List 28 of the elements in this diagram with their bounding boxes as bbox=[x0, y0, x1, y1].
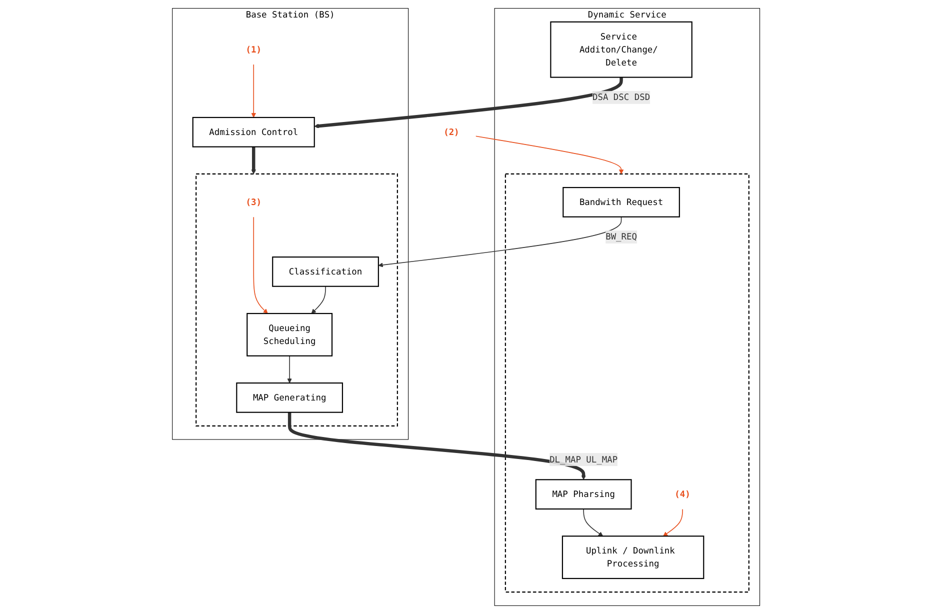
node-text: (1) bbox=[246, 44, 262, 54]
arrow bbox=[288, 355, 292, 384]
node-box: Classification bbox=[272, 256, 380, 287]
arrow bbox=[476, 136, 624, 174]
node-text: (2) bbox=[444, 126, 460, 138]
arrow bbox=[378, 216, 622, 268]
node-box: MAP Pharsing bbox=[536, 479, 632, 510]
arrow bbox=[254, 216, 268, 314]
cluster bbox=[196, 173, 398, 426]
arrow bbox=[314, 77, 624, 128]
arrow bbox=[312, 286, 326, 314]
node-text: (3) bbox=[246, 196, 262, 208]
node-box: Queueing Scheduling bbox=[247, 312, 333, 356]
node-box: Uplink / Downlink Processing bbox=[562, 536, 705, 580]
arrow bbox=[288, 412, 586, 480]
edge-label: BW_REQ bbox=[606, 232, 638, 242]
node-box: MAP Generating bbox=[236, 382, 344, 413]
node-text: (4) bbox=[675, 488, 691, 500]
node-box: Service Additon/Change/ Delete bbox=[550, 21, 693, 78]
node-box: Admission Control bbox=[192, 116, 316, 148]
cluster bbox=[505, 173, 750, 593]
edge-label: DSA DSC DSD bbox=[592, 92, 650, 102]
arrow bbox=[584, 508, 604, 536]
arrow bbox=[252, 64, 256, 118]
arrow bbox=[663, 508, 684, 536]
arrow bbox=[252, 146, 256, 174]
node-box: Bandwith Request bbox=[563, 187, 680, 218]
edge-label: DL_MAP UL_MAP bbox=[550, 454, 618, 464]
